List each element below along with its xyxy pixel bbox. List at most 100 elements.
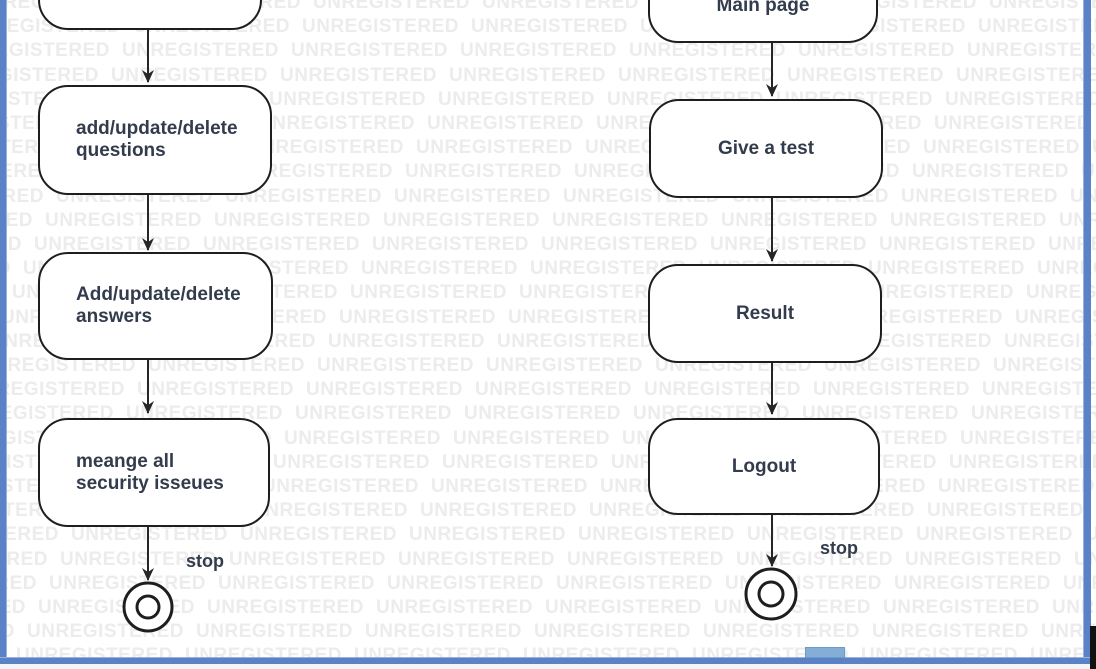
watermark-text: UNREGISTERED (486, 355, 643, 376)
watermark-row: UNREGISTERED UNREGISTERED UNREGISTERED UNRE… (0, 379, 1096, 401)
activity-node-result[interactable]: Result (648, 264, 882, 363)
watermark-text: UNREGISTERED (295, 403, 452, 425)
watermark-text: UNREGISTERED (916, 524, 1073, 546)
watermark-text: UNREGISTERED (317, 355, 474, 376)
watermark-text: UNREGISTERED (405, 161, 562, 183)
activity-node-admin-start[interactable] (38, 0, 262, 30)
final-node-user[interactable] (744, 567, 798, 621)
activity-node-questions[interactable]: add/update/delete questions (38, 85, 272, 195)
watermark-text: UNREGISTERED (240, 524, 397, 546)
watermark-text: UNREGISTERED (1004, 330, 1096, 352)
activity-node-label: Main page (716, 0, 810, 16)
watermark-row: UNREGISTERED UNREGISTERED UNREGISTERED UNRE… (0, 210, 1096, 232)
watermark-text: UNREGISTERED (122, 40, 279, 62)
activity-node-label: meange all security isseues (76, 450, 224, 494)
watermark-text: UNREGISTERED (629, 40, 786, 62)
watermark-text: UNREGISTERED (0, 64, 99, 86)
watermark-text: UNREGISTERED (945, 88, 1096, 110)
watermark-text: UNREGISTERED (879, 234, 1036, 255)
watermark-text: UNREGISTERED (0, 40, 110, 62)
watermark-text: UNREGISTERED (703, 621, 860, 643)
watermark-row: UNREGISTERED UNREGISTERED UNREGISTERED UNRE… (0, 573, 1096, 595)
activity-node-logout[interactable]: Logout (648, 418, 880, 515)
watermark-text: UNREGISTERED (387, 572, 544, 594)
watermark-row: UNREGISTERED UNREGISTERED UNREGISTERED UNRE… (0, 524, 1096, 546)
watermark-text: UNREGISTERED (556, 572, 713, 594)
watermark-text: UNREGISTERED (710, 234, 867, 255)
watermark-text: UNREGISTERED (894, 572, 1051, 594)
watermark-text: UNREGISTERED (890, 209, 1047, 231)
watermark-text: UNREGISTERED (442, 451, 599, 473)
watermark-text: UNREGISTERED (427, 113, 584, 134)
watermark-text: UNREGISTERED (464, 403, 621, 425)
activity-node-label: Give a test (717, 137, 815, 159)
activity-node-label: Result (735, 302, 795, 324)
watermark-text: UNREGISTERED (883, 597, 1040, 618)
watermark-text: UNREGISTERED (361, 258, 518, 280)
watermark-text: UNREGISTERED (497, 330, 654, 352)
watermark-text: UNREGISTERED (236, 161, 393, 183)
watermark-text: UNREGISTERED (956, 64, 1096, 86)
watermark-text: UNREGISTERED (71, 524, 228, 546)
watermark-text: UNREGISTERED (453, 427, 610, 449)
watermark-text: UNREGISTERED (1092, 137, 1096, 159)
watermark-text: UNREGISTERED (196, 621, 353, 643)
watermark-text: UNREGISTERED (846, 306, 1003, 328)
watermark-text: UNREGISTERED (471, 16, 628, 38)
watermark-text: UNREGISTERED (618, 64, 775, 86)
watermark-text: UNREGISTERED (49, 572, 206, 594)
watermark-text: UNREGISTERED (409, 524, 566, 546)
window-border-bottom (0, 657, 1090, 664)
watermark-text: UNREGISTERED (923, 137, 1080, 159)
watermark-text: UNREGISTERED (339, 306, 496, 328)
activity-node-security[interactable]: meange all security isseues (38, 418, 270, 527)
watermark-text: UNREGISTERED (302, 16, 459, 38)
watermark-text: UNREGISTERED (398, 548, 555, 570)
watermark-text: UNREGISTERED (967, 40, 1096, 62)
watermark-text: UNREGISTERED (431, 476, 588, 497)
watermark-text: UNREGISTERED (482, 0, 639, 13)
watermark-text: UNREGISTERED (376, 597, 533, 618)
watermark-text: UNREGISTERED (214, 209, 371, 231)
watermark-text: UNREGISTERED (258, 113, 415, 134)
watermark-text: UNREGISTERED (229, 548, 386, 570)
watermark-text: UNREGISTERED (350, 282, 507, 304)
watermark-text: UNREGISTERED (148, 355, 305, 376)
activity-node-label: Add/update/delete answers (76, 284, 241, 327)
watermark-text: UNREGISTERED (420, 500, 577, 522)
watermark-text: UNREGISTERED (225, 185, 382, 207)
watermark-text: UNREGISTERED (313, 0, 470, 13)
watermark-text: UNREGISTERED (912, 161, 1069, 183)
watermark-text: UNREGISTERED (207, 597, 364, 618)
watermark-text: UNREGISTERED (306, 379, 463, 401)
final-node-admin[interactable] (122, 581, 174, 633)
watermark-text: UNREGISTERED (960, 427, 1096, 449)
watermark-text: UNREGISTERED (0, 209, 33, 231)
watermark-text: UNREGISTERED (989, 0, 1096, 13)
watermark-text: UNREGISTERED (813, 379, 970, 401)
watermark-text: UNREGISTERED (978, 16, 1096, 38)
watermark-text: UNREGISTERED (552, 209, 709, 231)
edge-label-stop-admin: stop (186, 551, 224, 571)
watermark-text: UNREGISTERED (798, 40, 955, 62)
window-edge-dark-bar (1090, 626, 1096, 669)
watermark-text: UNREGISTERED (872, 621, 1029, 643)
activity-node-main-page[interactable]: Main page (648, 0, 878, 43)
watermark-text: UNREGISTERED (60, 548, 217, 570)
horizontal-scrollbar-thumb[interactable] (805, 647, 845, 658)
watermark-text: UNREGISTERED (927, 500, 1084, 522)
watermark-row: UNREGISTERED UNREGISTERED UNREGISTERED UNRE… (0, 549, 1096, 571)
watermark-text: UNREGISTERED (365, 621, 522, 643)
activity-node-answers[interactable]: Add/update/delete answers (38, 252, 273, 360)
watermark-text: UNREGISTERED (905, 548, 1062, 570)
watermark-row: UNREGISTERED UNREGISTERED UNREGISTERED UNRE… (0, 40, 1096, 62)
watermark-text: UNREGISTERED (787, 64, 944, 86)
watermark-text: UNREGISTERED (262, 476, 419, 497)
watermark-text: UNREGISTERED (530, 258, 687, 280)
activity-node-give-a-test[interactable]: Give a test (649, 99, 883, 198)
watermark-text: UNREGISTERED (868, 258, 1025, 280)
watermark-text: UNREGISTERED (982, 379, 1096, 401)
watermark-text: UNREGISTERED (137, 379, 294, 401)
watermark-text: UNREGISTERED (0, 185, 44, 207)
